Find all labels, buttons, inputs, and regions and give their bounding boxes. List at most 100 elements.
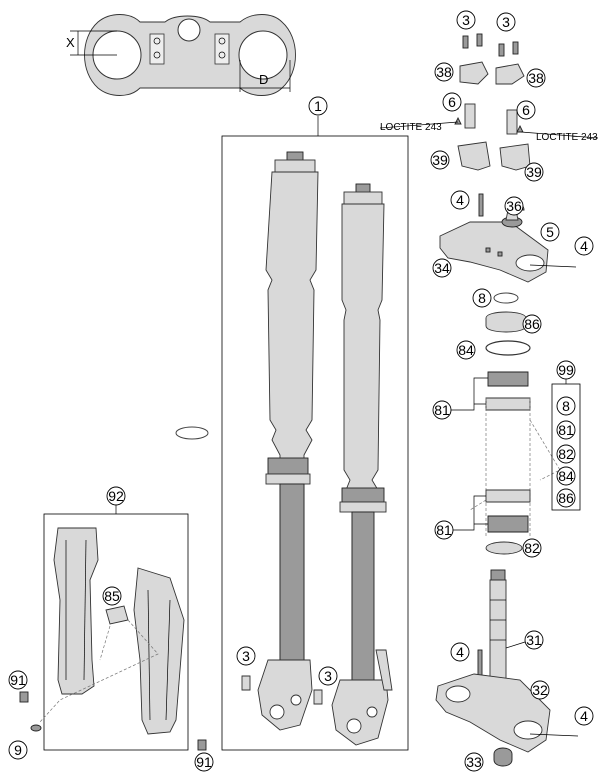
clamp-bolt-left bbox=[464, 103, 476, 129]
svg-text:34: 34 bbox=[434, 260, 450, 276]
callout-38-left[interactable]: 38 bbox=[434, 62, 454, 82]
svg-text:8: 8 bbox=[562, 398, 570, 414]
svg-text:84: 84 bbox=[458, 342, 474, 358]
callout-85[interactable]: 85 bbox=[102, 586, 122, 606]
callout-3-fork-left[interactable]: 3 bbox=[236, 646, 256, 666]
callout-4-upper-left[interactable]: 4 bbox=[450, 190, 470, 210]
screws-top bbox=[462, 33, 519, 57]
callout-92[interactable]: 92 bbox=[106, 486, 126, 506]
svg-text:4: 4 bbox=[456, 192, 464, 208]
handlebar-clamp-top-left bbox=[459, 61, 489, 85]
handlebar-clamp-top-right bbox=[495, 63, 525, 85]
svg-text:6: 6 bbox=[522, 102, 530, 118]
lower-triple-clamp bbox=[435, 673, 579, 753]
svg-text:3: 3 bbox=[324, 668, 332, 684]
callout-5[interactable]: 5 bbox=[540, 222, 560, 242]
svg-text:91: 91 bbox=[10, 672, 26, 688]
svg-text:6: 6 bbox=[448, 94, 456, 110]
callout-81-lower[interactable]: 81 bbox=[434, 520, 454, 540]
protector-clip-85 bbox=[105, 605, 129, 625]
svg-text:82: 82 bbox=[524, 540, 540, 556]
callout-81-upper[interactable]: 81 bbox=[432, 400, 452, 420]
loose-o-ring bbox=[175, 426, 209, 440]
callout-3-fork-right[interactable]: 3 bbox=[318, 666, 338, 686]
callout-39-left[interactable]: 39 bbox=[430, 150, 450, 170]
dimension-d-label: D bbox=[259, 72, 268, 87]
callout-1[interactable]: 1 bbox=[308, 96, 328, 116]
callout-86[interactable]: 86 bbox=[522, 314, 542, 334]
callout-6-right[interactable]: 6 bbox=[516, 100, 536, 120]
fork-protector-left bbox=[53, 527, 99, 695]
screw-91-right bbox=[197, 739, 207, 751]
callout-36[interactable]: 36 bbox=[504, 196, 524, 216]
svg-text:1: 1 bbox=[314, 98, 322, 114]
bearing-81-upper bbox=[487, 371, 529, 387]
kit-item-84[interactable]: 84 bbox=[556, 466, 576, 486]
svg-text:39: 39 bbox=[526, 164, 542, 180]
callout-4-lower-left[interactable]: 4 bbox=[450, 642, 470, 662]
callout-31[interactable]: 31 bbox=[524, 630, 544, 650]
bearing-cup-upper bbox=[485, 397, 531, 411]
svg-text:4: 4 bbox=[580, 708, 588, 724]
kit-item-8[interactable]: 8 bbox=[556, 396, 576, 416]
fork-protector-right bbox=[133, 567, 185, 735]
svg-text:91: 91 bbox=[196, 754, 212, 770]
handlebar-clamp-lower-left bbox=[457, 141, 491, 171]
svg-text:81: 81 bbox=[558, 422, 574, 438]
callout-32[interactable]: 32 bbox=[530, 680, 550, 700]
svg-text:82: 82 bbox=[558, 446, 574, 462]
lower-clamp-bolt-left bbox=[477, 649, 483, 677]
kit-item-81[interactable]: 81 bbox=[556, 420, 576, 440]
svg-text:81: 81 bbox=[434, 402, 450, 418]
callout-4-upper-right[interactable]: 4 bbox=[574, 236, 594, 256]
callout-91-right[interactable]: 91 bbox=[194, 752, 214, 772]
o-ring-8 bbox=[493, 292, 519, 304]
stem-nut-33 bbox=[493, 747, 513, 767]
callout-4-lower-right[interactable]: 4 bbox=[574, 706, 594, 726]
loctite-note-right: LOCTITE 243 bbox=[536, 132, 598, 143]
svg-text:5: 5 bbox=[546, 224, 554, 240]
steering-stem bbox=[489, 569, 507, 691]
callout-84[interactable]: 84 bbox=[456, 340, 476, 360]
svg-text:32: 32 bbox=[532, 682, 548, 698]
callout-99[interactable]: 99 bbox=[556, 360, 576, 380]
callout-33[interactable]: 33 bbox=[464, 752, 484, 772]
callout-39-right[interactable]: 39 bbox=[524, 162, 544, 182]
clamp-bolt-right bbox=[506, 109, 518, 135]
kit-item-86[interactable]: 86 bbox=[556, 488, 576, 508]
svg-text:4: 4 bbox=[456, 644, 464, 660]
svg-text:85: 85 bbox=[104, 588, 120, 604]
fork-leg-left bbox=[257, 151, 319, 731]
svg-text:9: 9 bbox=[14, 742, 22, 758]
callout-82[interactable]: 82 bbox=[522, 538, 542, 558]
handlebar-clamp-lower-right bbox=[499, 143, 531, 171]
svg-text:4: 4 bbox=[580, 238, 588, 254]
svg-text:3: 3 bbox=[462, 12, 470, 28]
callout-9[interactable]: 9 bbox=[8, 740, 28, 760]
callout-6-left[interactable]: 6 bbox=[442, 92, 462, 112]
washer-9 bbox=[30, 724, 42, 732]
callout-3-top-right[interactable]: 3 bbox=[496, 12, 516, 32]
bearing-cup-lower bbox=[485, 489, 531, 503]
svg-text:3: 3 bbox=[502, 14, 510, 30]
svg-text:86: 86 bbox=[524, 316, 540, 332]
svg-text:38: 38 bbox=[436, 64, 452, 80]
svg-text:8: 8 bbox=[478, 290, 486, 306]
svg-text:99: 99 bbox=[558, 362, 574, 378]
callout-34[interactable]: 34 bbox=[432, 258, 452, 278]
seal-ring-82 bbox=[485, 541, 523, 555]
svg-text:33: 33 bbox=[466, 754, 482, 770]
svg-text:38: 38 bbox=[528, 70, 544, 86]
triple-clamp-top-view: X D bbox=[66, 14, 296, 96]
svg-text:3: 3 bbox=[242, 648, 250, 664]
kit-item-82[interactable]: 82 bbox=[556, 444, 576, 464]
callout-38-right[interactable]: 38 bbox=[526, 68, 546, 88]
svg-text:81: 81 bbox=[436, 522, 452, 538]
callout-8[interactable]: 8 bbox=[472, 288, 492, 308]
fork-leg-right bbox=[331, 183, 393, 746]
loctite-note-left: LOCTITE 243 bbox=[380, 122, 442, 133]
svg-text:31: 31 bbox=[526, 632, 542, 648]
callout-91-left[interactable]: 91 bbox=[8, 670, 28, 690]
callout-3-top-left[interactable]: 3 bbox=[456, 10, 476, 30]
